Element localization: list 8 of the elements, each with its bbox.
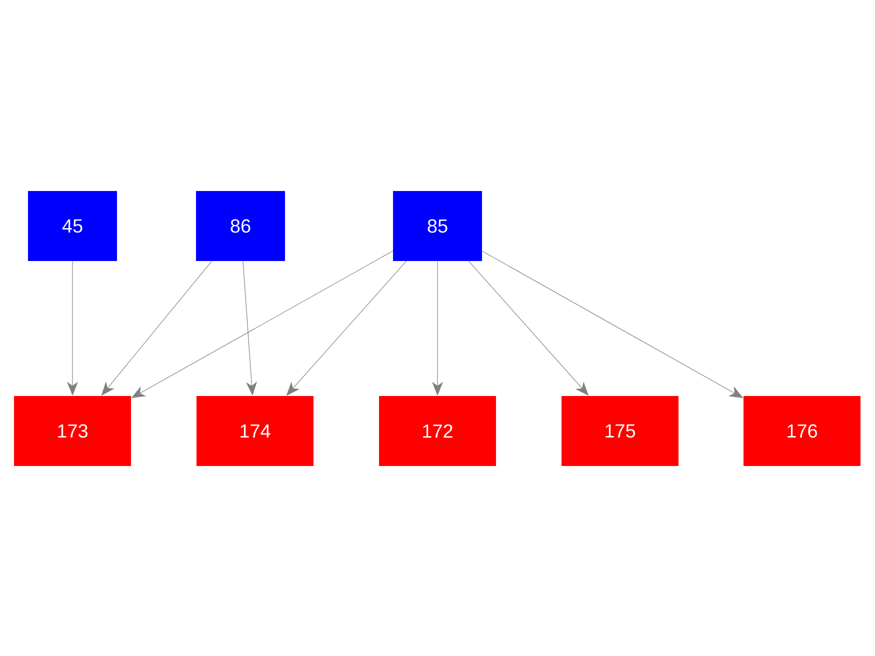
target-box: 172 xyxy=(379,396,496,466)
source-box: 86 xyxy=(196,191,285,261)
source-box: 85 xyxy=(393,191,482,261)
source-box: 45 xyxy=(28,191,117,261)
target-box: 175 xyxy=(562,396,678,466)
target-box: 176 xyxy=(744,396,860,466)
target-box: 174 xyxy=(196,396,314,466)
target-box: 173 xyxy=(14,396,131,466)
